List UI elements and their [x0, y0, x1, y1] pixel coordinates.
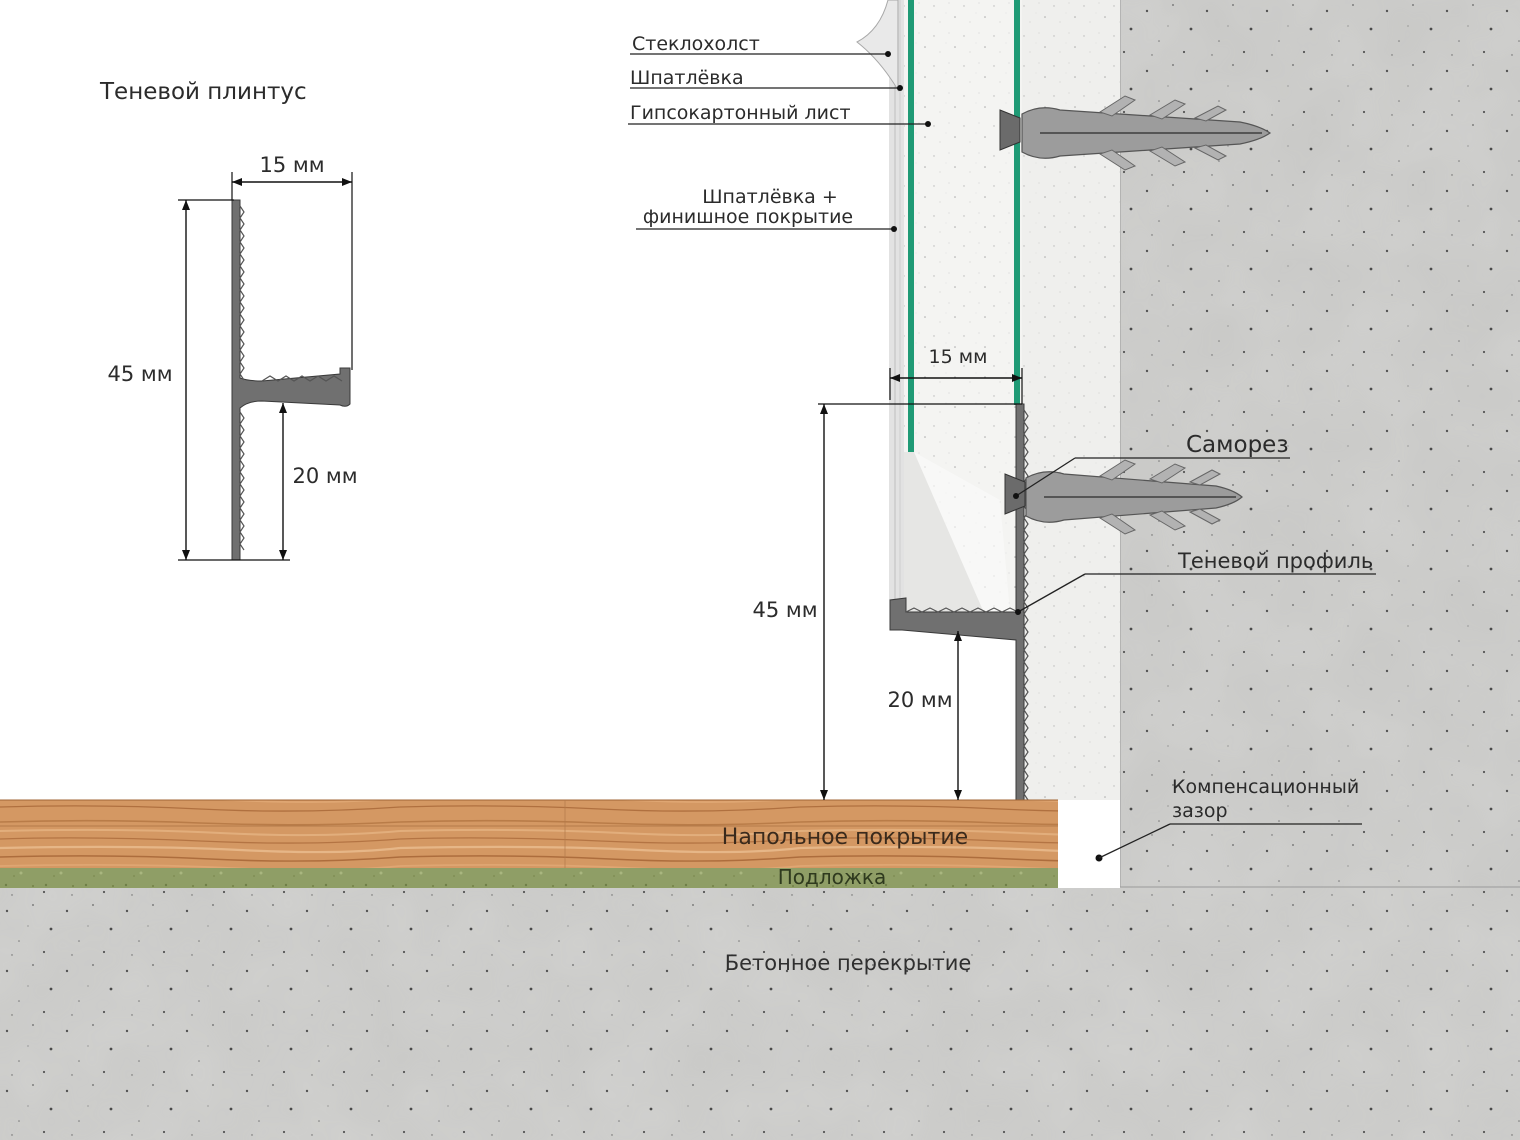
- label-putty-finish-line2: финишное покрытие: [643, 206, 853, 228]
- expansion-gap: [1058, 800, 1120, 888]
- left-dim-height-label: 45 мм: [107, 362, 172, 386]
- shadow-profile-detail: [231, 199, 351, 561]
- section-dim-height-label: 45 мм: [752, 598, 817, 622]
- label-gap-line1: Компенсационный: [1172, 776, 1359, 798]
- finish-layers: [856, 0, 904, 600]
- label-putty-finish-line1: Шпатлёвка +: [702, 186, 838, 208]
- floor-covering: [0, 799, 1058, 868]
- drywall-sheet: [904, 0, 1022, 615]
- section-dimension-lines: [818, 368, 1023, 800]
- label-gap-line2: зазор: [1172, 800, 1228, 822]
- leader-lines: [628, 51, 1376, 859]
- underlay-layer: [0, 868, 1058, 888]
- drywall-face-right: [1014, 0, 1020, 405]
- shadow-profile-section: [889, 403, 1029, 801]
- label-screw: Саморез: [1186, 432, 1289, 458]
- label-underlay: Подложка: [778, 865, 886, 889]
- label-putty: Шпатлёвка: [630, 67, 744, 89]
- label-concrete: Бетонное перекрытие: [725, 951, 972, 975]
- concrete-slab: [0, 886, 1520, 1140]
- page-title: Теневой плинтус: [99, 79, 307, 105]
- section-dim-gap-label: 20 мм: [887, 688, 952, 712]
- label-shadow-profile: Теневой профиль: [1177, 549, 1373, 573]
- label-fiberglass: Стеклохолст: [632, 33, 760, 55]
- drywall-face-left: [908, 0, 914, 452]
- label-flooring: Напольное покрытие: [722, 825, 968, 850]
- dowel-screw-bottom: [1004, 459, 1243, 535]
- label-drywall: Гипсокартонный лист: [630, 102, 851, 124]
- dowel-screw-top: [999, 95, 1272, 171]
- fiberglass-peel: [856, 0, 899, 92]
- left-dim-width-label: 15 мм: [259, 153, 324, 177]
- left-dim-gap-label: 20 мм: [292, 464, 357, 488]
- left-dimension-lines: [178, 172, 353, 561]
- section-dim-width-label: 15 мм: [929, 346, 988, 368]
